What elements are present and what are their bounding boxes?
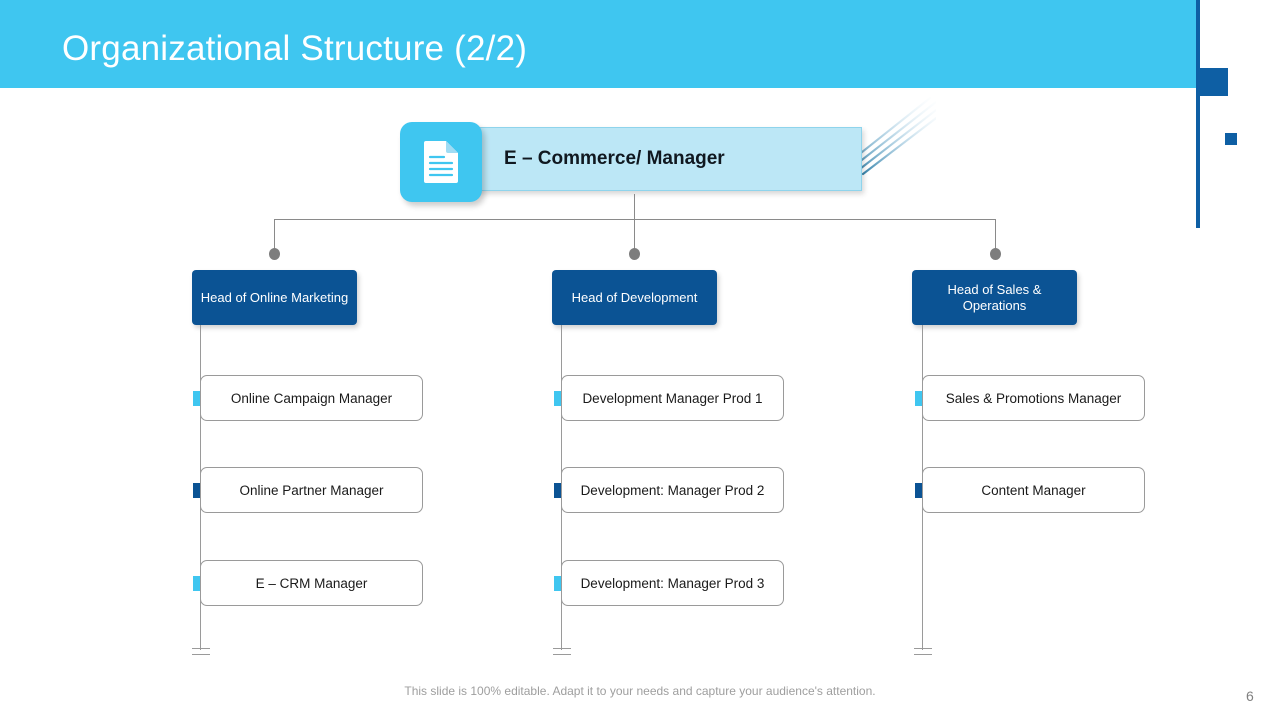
list-item-label: E – CRM Manager bbox=[255, 575, 368, 591]
right-accent-rule bbox=[1196, 0, 1200, 228]
list-item-label: Development: Manager Prod 3 bbox=[580, 575, 765, 591]
page-title: Organizational Structure (2/2) bbox=[62, 29, 528, 68]
list-item[interactable]: Development: Manager Prod 2 bbox=[561, 467, 784, 513]
connector-drop-3 bbox=[995, 219, 996, 251]
connector-dot-1 bbox=[269, 248, 280, 260]
list-item[interactable]: Sales & Promotions Manager bbox=[922, 375, 1145, 421]
connector-dot-2 bbox=[629, 248, 640, 260]
root-node-icon-box bbox=[400, 122, 482, 202]
list-item[interactable]: Content Manager bbox=[922, 467, 1145, 513]
connector-dot-3 bbox=[990, 248, 1001, 260]
spine-cap-3a bbox=[914, 648, 932, 649]
footer-note: This slide is 100% editable. Adapt it to… bbox=[404, 684, 876, 698]
list-item[interactable]: Development: Manager Prod 3 bbox=[561, 560, 784, 606]
list-item-label: Online Partner Manager bbox=[239, 482, 384, 498]
column-head-online-marketing[interactable]: Head of Online Marketing bbox=[192, 270, 357, 325]
connector-stem bbox=[634, 194, 635, 220]
spine-cap-1b bbox=[192, 654, 210, 655]
list-item-label: Content Manager bbox=[981, 482, 1086, 498]
list-item-label: Sales & Promotions Manager bbox=[945, 390, 1122, 406]
right-accent-square-large bbox=[1200, 68, 1228, 96]
spine-cap-2a bbox=[553, 648, 571, 649]
column-head-development[interactable]: Head of Development bbox=[552, 270, 717, 325]
list-item[interactable]: Online Partner Manager bbox=[200, 467, 423, 513]
list-item-label: Online Campaign Manager bbox=[230, 390, 393, 406]
spine-cap-3b bbox=[914, 654, 932, 655]
spine-cap-1a bbox=[192, 648, 210, 649]
right-accent-square-small bbox=[1225, 133, 1237, 145]
list-item-label: Development Manager Prod 1 bbox=[582, 390, 763, 406]
root-node-label: E – Commerce/ Manager bbox=[504, 148, 725, 169]
spine-cap-2b bbox=[553, 654, 571, 655]
list-item[interactable]: E – CRM Manager bbox=[200, 560, 423, 606]
document-icon bbox=[424, 141, 458, 183]
connector-bus bbox=[274, 219, 996, 220]
connector-drop-1 bbox=[274, 219, 275, 251]
connector-drop-2 bbox=[634, 219, 635, 251]
column-head-sales-operations[interactable]: Head of Sales & Operations bbox=[912, 270, 1077, 325]
root-node-card[interactable]: E – Commerce/ Manager bbox=[400, 122, 862, 202]
list-item[interactable]: Online Campaign Manager bbox=[200, 375, 423, 421]
list-item[interactable]: Development Manager Prod 1 bbox=[561, 375, 784, 421]
page-number: 6 bbox=[1246, 688, 1254, 704]
title-band bbox=[0, 0, 1199, 88]
list-item-label: Development: Manager Prod 2 bbox=[580, 482, 765, 498]
